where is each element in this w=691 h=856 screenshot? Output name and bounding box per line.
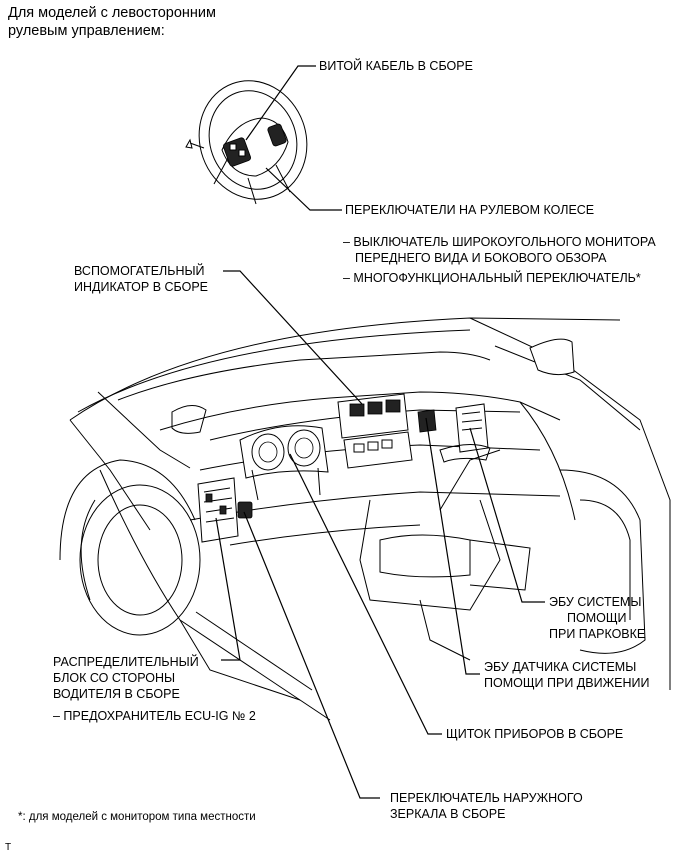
callout-junction-block-line-3: ВОДИТЕЛЯ В СБОРЕ	[53, 687, 180, 701]
callout-mirror-switch-line-1: ПЕРЕКЛЮЧАТЕЛЬ НАРУЖНОГО	[390, 791, 583, 805]
callout-multifunction-switch: – МНОГОФУНКЦИОНАЛЬНЫЙ ПЕРЕКЛЮЧАТЕЛЬ*	[343, 271, 641, 285]
callout-wide-view-switch-line-1: – ВЫКЛЮЧАТЕЛЬ ШИРОКОУГОЛЬНОГО МОНИТОРА	[343, 235, 656, 249]
heading-line-2: рулевым управлением:	[8, 23, 165, 39]
callout-driving-sensor-ecu-line-1: ЭБУ ДАТЧИКА СИСТЕМЫ	[484, 660, 637, 674]
combination-meter-illustration	[239, 425, 329, 501]
mirror-switch-illustration	[237, 501, 253, 519]
heading-line-1: Для моделей с левосторонним	[8, 5, 216, 21]
callout-combination-meter: ЩИТОК ПРИБОРОВ В СБОРЕ	[446, 727, 624, 741]
callout-mirror-switch-line-2: ЗЕРКАЛА В СБОРЕ	[390, 807, 506, 821]
callout-spiral-cable: ВИТОЙ КАБЕЛЬ В СБОРЕ	[319, 59, 473, 73]
footnote: *: для моделей с монитором типа местност…	[18, 811, 256, 823]
corner-mark: T	[5, 842, 12, 853]
callout-accessory-meter-line-2: ИНДИКАТОР В СБОРЕ	[74, 280, 209, 294]
callout-parking-ecu-line-3: ПРИ ПАРКОВКЕ	[549, 627, 646, 641]
callout-wide-view-switch-line-2: ПЕРЕДНЕГО ВИДА И БОКОВОГО ОБЗОРА	[355, 251, 607, 265]
callout-junction-block-line-1: РАСПРЕДЕЛИТЕЛЬНЫЙ	[53, 655, 199, 669]
leader-lines	[215, 65, 545, 799]
callout-driving-sensor-ecu-line-2: ПОМОЩИ ПРИ ДВИЖЕНИИ	[484, 676, 650, 690]
callout-fuse-ecu-ig-2: – ПРЕДОХРАНИТЕЛЬ ECU-IG № 2	[53, 709, 256, 723]
junction-block-illustration	[197, 477, 239, 543]
callout-accessory-meter-line-1: ВСПОМОГАТЕЛЬНЫЙ	[74, 264, 205, 278]
parking-assist-ecu-illustration	[439, 403, 491, 463]
callout-junction-block-line-2: БЛОК СО СТОРОНЫ	[53, 671, 176, 685]
callout-parking-ecu-line-1: ЭБУ СИСТЕМЫ	[549, 595, 642, 609]
car-body-illustration	[59, 317, 671, 721]
callout-parking-ecu-line-2: ПОМОЩИ	[567, 611, 627, 625]
steering-wheel-illustration	[185, 80, 308, 205]
callout-steering-switches: ПЕРЕКЛЮЧАТЕЛИ НА РУЛЕВОМ КОЛЕСЕ	[345, 203, 595, 217]
accessory-meter-illustration	[337, 393, 413, 469]
